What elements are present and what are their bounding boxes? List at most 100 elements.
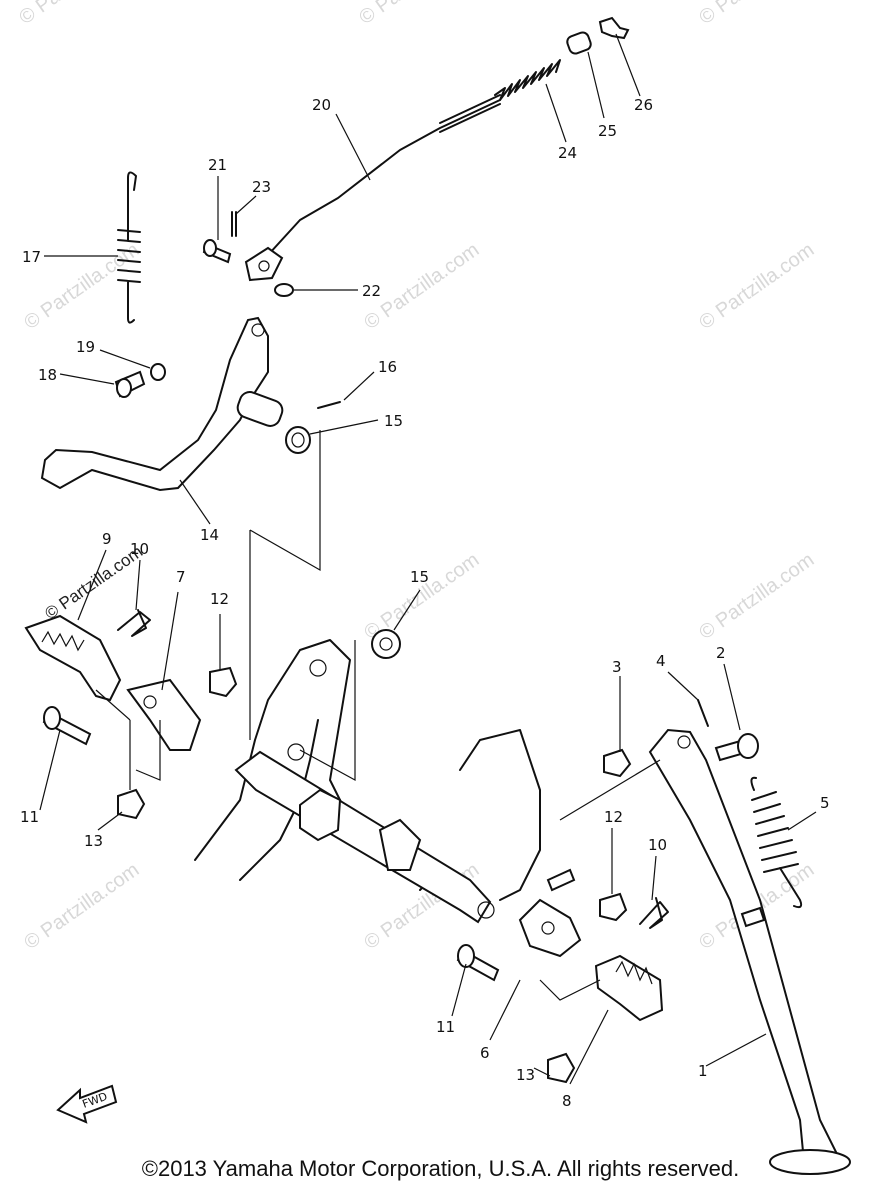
callout-12a: 12 [210, 590, 229, 608]
callout-22: 22 [362, 282, 381, 300]
oil-seal-lower-inner [379, 637, 393, 651]
bracket-hole [541, 921, 555, 935]
watermark: © Partzilla.com [15, 0, 138, 29]
brake-pedal-arm [40, 316, 269, 492]
callout-10b: 10 [648, 836, 667, 854]
callout-24: 24 [558, 144, 577, 162]
leader-15b [393, 589, 421, 631]
right-bolt-head [457, 944, 475, 968]
leader-13b [533, 1067, 551, 1077]
frame-hole [287, 743, 305, 761]
frame-rear [459, 729, 541, 901]
leader-24 [545, 83, 567, 143]
leader-5 [787, 811, 817, 831]
guide-line [539, 759, 661, 1001]
cotter-pin [231, 211, 237, 237]
stand-cotter-pin [697, 699, 709, 727]
leader-lines [39, 33, 817, 1085]
brake-pedal [40, 316, 341, 492]
washer [274, 283, 294, 297]
left-footrest-group [24, 609, 238, 820]
callout-23: 23 [252, 178, 271, 196]
pedal-hole [251, 323, 265, 337]
stand-nut [603, 748, 632, 778]
fwd-arrow: FWD [56, 1084, 118, 1124]
watermark: © Partzilla.com [20, 859, 143, 954]
callout-9: 9 [102, 530, 112, 548]
stand-hole [677, 735, 691, 749]
leader-11a [39, 729, 61, 811]
watermark: © Partzilla.com [695, 0, 818, 29]
adjust-nut [598, 16, 630, 40]
callout-20: 20 [312, 96, 331, 114]
frame-stud [546, 868, 576, 892]
callout-10a: 10 [130, 540, 149, 558]
right-footrest-group [456, 892, 669, 1084]
leader-11b [451, 963, 467, 1017]
watermark: © Partzilla.com [695, 239, 818, 334]
watermark: © Partzilla.com [355, 0, 478, 29]
stand-foot [769, 1149, 851, 1175]
leader-16 [343, 371, 375, 401]
callout-21: 21 [208, 156, 227, 174]
bolt-washer [150, 363, 166, 381]
callout-26: 26 [634, 96, 653, 114]
callout-5: 5 [820, 794, 830, 812]
clevis-hole [258, 260, 270, 272]
callout-4: 4 [656, 652, 666, 670]
leader-19 [99, 349, 151, 369]
side-stand-group [603, 699, 851, 1175]
left-nut-13 [117, 788, 146, 820]
copyright-notice: ©2013 Yamaha Motor Corporation, U.S.A. A… [141, 1156, 740, 1181]
callout-13b: 13 [516, 1066, 535, 1084]
brake-rod-spring [494, 59, 561, 101]
callout-25: 25 [598, 122, 617, 140]
leader-15a [309, 419, 379, 435]
brake-rod-joint [566, 31, 592, 55]
leader-13a [97, 811, 123, 831]
right-footrest [594, 954, 664, 1022]
left-footrest-teeth [41, 630, 85, 652]
callout-11b: 11 [436, 1018, 455, 1036]
right-nut-12 [599, 892, 628, 922]
bracket-hole [143, 695, 157, 709]
rod-clevis [244, 246, 284, 282]
clevis-pin-head [203, 239, 217, 257]
brake-rod-thread [439, 94, 501, 133]
leader-7 [161, 591, 179, 691]
leader-10b [651, 855, 657, 901]
right-footrest-teeth [615, 960, 653, 985]
left-footrest-spring [117, 609, 151, 637]
oil-seal [285, 426, 311, 454]
callout-19: 19 [76, 338, 95, 356]
leader-18 [59, 373, 115, 385]
leader-6 [489, 979, 521, 1041]
pedal-bolt-head [116, 378, 132, 398]
right-nut-13 [547, 1052, 576, 1084]
right-footrest-bracket [518, 898, 582, 958]
leader-2 [723, 663, 741, 731]
callout-16: 16 [378, 358, 397, 376]
watermark: © Partzilla.com [695, 549, 818, 644]
return-spring [117, 171, 141, 324]
guide-line [249, 430, 356, 782]
left-bolt-head [43, 706, 61, 730]
frame-section [194, 639, 576, 924]
pivot-bolt-head [737, 733, 759, 759]
assembly-lines [249, 430, 661, 1001]
leader-20 [335, 113, 371, 181]
callout-labels: 1 2 3 4 5 6 7 8 9 10 10 11 11 12 12 13 1… [20, 96, 830, 1110]
callout-6: 6 [480, 1044, 490, 1062]
leader-26 [615, 33, 641, 97]
oil-seal-lower [371, 629, 401, 659]
left-footrest-bracket [126, 678, 202, 751]
callout-13a: 13 [84, 832, 103, 850]
callout-18: 18 [38, 366, 57, 384]
fwd-arrow-shape [56, 1084, 118, 1124]
pedal-cotter-pin [317, 401, 341, 409]
left-nut-12 [209, 666, 238, 698]
assembly-line [95, 689, 161, 790]
callout-2: 2 [716, 644, 726, 662]
leader-14 [179, 479, 211, 525]
footrest-shaft [234, 750, 492, 924]
